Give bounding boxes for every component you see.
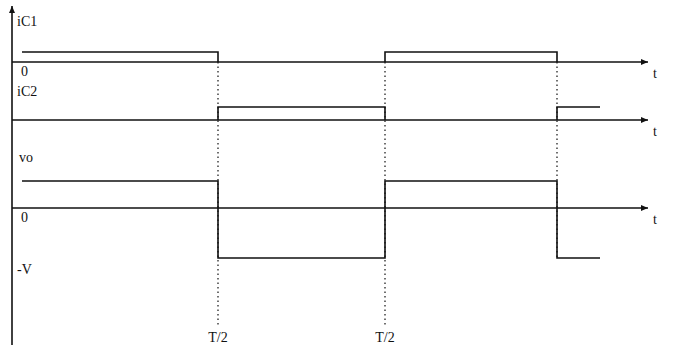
signal-name: iC1 [16,14,38,30]
ic2-time-axis [12,119,648,121]
ic2-waveform [218,107,385,120]
vertical-axis [11,6,13,345]
dotted-guide [217,62,218,326]
dotted-guide [384,62,385,326]
axis-value: -V [16,262,33,278]
axis-name: t [652,66,658,82]
vo-time-axis [12,207,648,209]
ic2-waveform [557,107,600,120]
signal-name: iC2 [16,84,38,100]
dotted-guide [556,62,557,258]
signal-name: vo [18,150,34,166]
time-mark: T/2 [374,330,395,346]
vo-waveform [22,181,600,258]
axis-name: t [652,212,658,228]
ic1-waveform [385,52,557,62]
time-mark: T/2 [207,330,228,346]
axis-name: t [652,124,658,140]
ic1-time-axis [12,61,648,63]
axis-value: 0 [20,210,29,226]
axis-value: 0 [20,64,29,80]
ic1-waveform [22,52,218,62]
